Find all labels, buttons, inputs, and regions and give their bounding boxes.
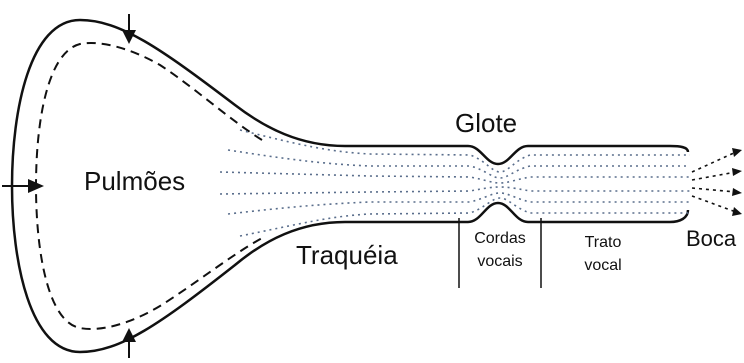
vocal-tract-label-line2: vocal [584,257,621,274]
top-pressure-arrow [122,14,136,44]
airflow-streamlines [219,129,690,237]
exhaled-air-arrowheads [732,148,742,216]
exhaled-air-spray [691,151,737,213]
glottis-label: Glote [455,108,517,138]
trachea-label: Traquéia [296,240,398,270]
mouth-label: Boca [686,226,737,251]
vocal-cords-label-line1: Cordas [474,230,526,247]
vocal-cords-label-line2: vocais [477,253,522,270]
vocal-tract-label-line1: Trato [585,234,622,251]
bottom-pressure-arrow [122,328,136,358]
left-pressure-arrow [2,179,44,193]
lungs-label: Pulmões [84,166,185,196]
